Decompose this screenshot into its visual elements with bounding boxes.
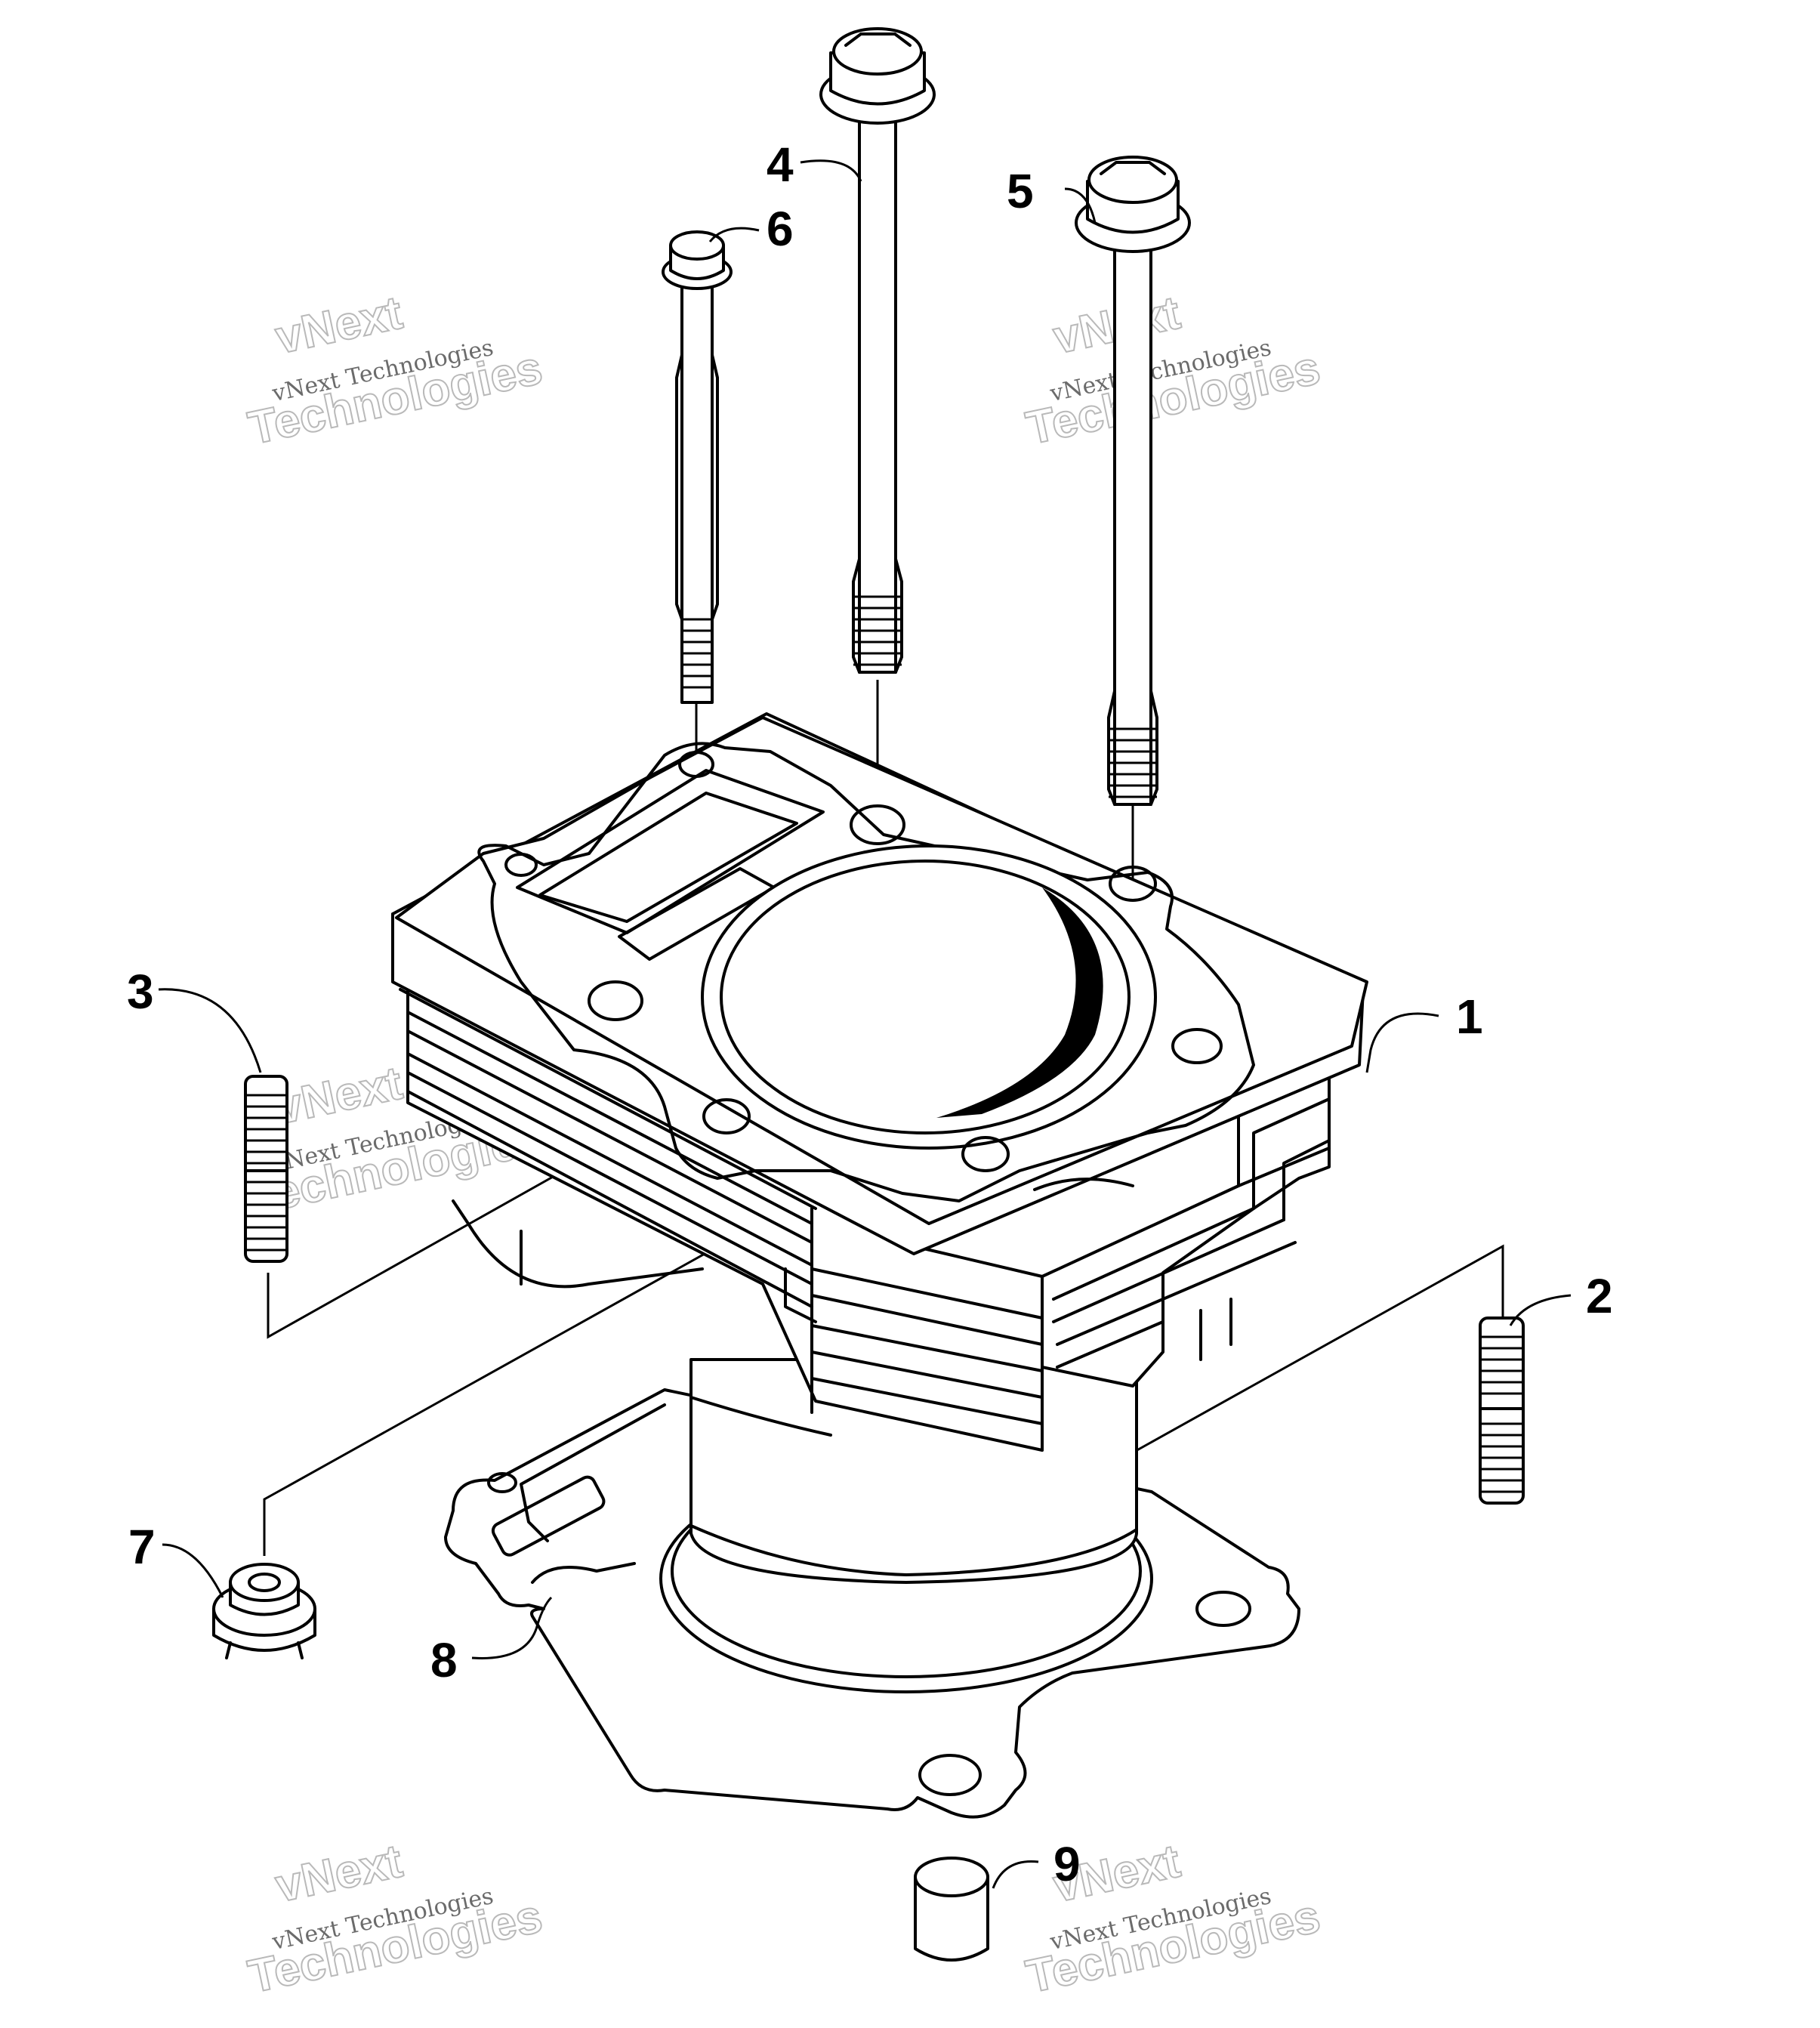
head-bolt-5 bbox=[1075, 156, 1191, 806]
stud-3 bbox=[244, 1075, 288, 1263]
callout-8: 8 bbox=[430, 1633, 458, 1687]
head-bolt-4 bbox=[819, 27, 936, 674]
callout-6: 6 bbox=[767, 202, 794, 256]
watermark-big-text: vNext bbox=[271, 1057, 407, 1134]
stud-2 bbox=[1479, 1317, 1525, 1505]
dowel-pin-9 bbox=[914, 1857, 989, 1962]
callout-1: 1 bbox=[1456, 989, 1483, 1044]
cylinder-block bbox=[391, 712, 1368, 1452]
cooling-fins bbox=[391, 973, 1331, 1452]
head-bolt-6 bbox=[662, 230, 733, 704]
callout-5: 5 bbox=[1007, 164, 1034, 218]
flange-nut-7 bbox=[212, 1563, 316, 1659]
watermark-top-left: vNext vNext Technologies Technologies bbox=[243, 286, 548, 455]
callout-3: 3 bbox=[127, 965, 154, 1019]
watermark-bottom-left: vNext vNext Technologies Technologies bbox=[243, 1834, 548, 2004]
callout-4: 4 bbox=[767, 137, 794, 192]
callout-labels: 1 2 3 4 5 6 7 8 9 bbox=[127, 137, 1613, 1891]
watermark-bottom-right: vNext vNext Technologies Technologies bbox=[1021, 1834, 1325, 2004]
watermark-top-right: vNext vNext Technologies Technologies bbox=[1021, 286, 1325, 455]
callout-leaders bbox=[158, 159, 1572, 1889]
watermark-big-text: vNext bbox=[271, 286, 407, 364]
watermark-big-text: vNext bbox=[271, 1835, 407, 1912]
callout-2: 2 bbox=[1586, 1269, 1613, 1323]
callout-9: 9 bbox=[1053, 1837, 1081, 1891]
callout-7: 7 bbox=[128, 1520, 156, 1574]
